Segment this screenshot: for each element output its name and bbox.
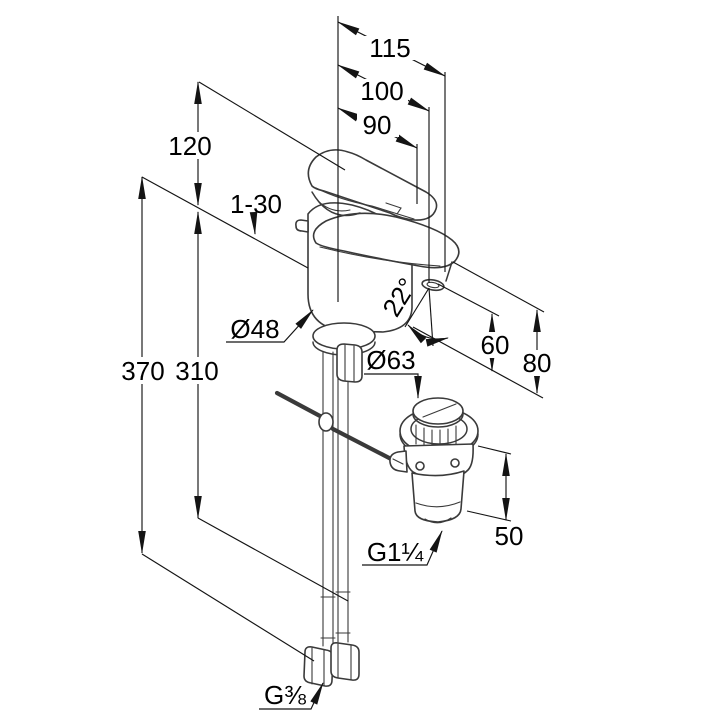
- faucet-spout: [312, 212, 460, 269]
- dimension-labels: 115 100 90 120 1-30 370 310 Ø48 22° 60 8…: [121, 33, 551, 710]
- leader-g114: [362, 530, 443, 566]
- hose-crimp-rings: [320, 591, 351, 639]
- angle-stream-line: [404, 287, 430, 328]
- dim-label-g38: G⅜: [264, 680, 306, 710]
- supply-connection-nuts: [303, 642, 360, 687]
- lever-underside-tab: [385, 202, 402, 215]
- dim-label-100: 100: [360, 76, 403, 106]
- dim-label-80: 80: [523, 348, 552, 378]
- dim-label-120: 120: [168, 131, 211, 161]
- dim-label-370: 370: [121, 356, 164, 386]
- dim-label-g114: G1¼: [367, 537, 424, 567]
- supply-pipes: [320, 351, 351, 647]
- deck-line-left: [141, 176, 309, 269]
- clamp-screw-right: [450, 458, 460, 468]
- leader-dia63: [364, 373, 422, 399]
- popup-waste: [389, 397, 479, 524]
- dim-label-dia63: Ø63: [366, 345, 415, 375]
- ext-line-60-top: [437, 283, 500, 317]
- dim-label-50: 50: [495, 521, 524, 551]
- clamp-screw-left: [415, 461, 425, 471]
- mounting-hex-nut: [336, 343, 363, 383]
- ext-line-120-top: [198, 81, 346, 171]
- waste-crown-slots: [415, 424, 457, 448]
- dim-label-310: 310: [175, 356, 218, 386]
- leader-clamp-range: [249, 211, 258, 235]
- angle-arc-22: [407, 324, 449, 347]
- supply-nut-right: [330, 642, 360, 681]
- side-stub: [295, 219, 309, 233]
- lever-pivot-cap: [311, 191, 361, 217]
- dim-label-clamp-range: 1-30: [230, 189, 282, 219]
- spout-tip-edge: [445, 261, 453, 282]
- leader-g38: [259, 682, 324, 710]
- ext-line-310-bottom: [197, 517, 349, 602]
- ext-line-50-bottom: [466, 510, 512, 522]
- aerator: [421, 278, 445, 292]
- leader-dia48: [226, 309, 314, 343]
- dimension-lines: [138, 16, 545, 710]
- label-backgrounds: [118, 36, 555, 384]
- dim-label-115: 115: [369, 33, 410, 63]
- ext-line-50-top: [477, 445, 512, 455]
- dim-label-60: 60: [481, 330, 510, 360]
- rod-joint-knob: [318, 412, 334, 432]
- dim-label-dia48: Ø48: [230, 314, 279, 344]
- supply-nut-left: [303, 646, 334, 687]
- ext-line-80-top: [452, 261, 545, 313]
- pop-up-rod: [274, 390, 396, 463]
- ext-line-370-bottom: [141, 553, 315, 662]
- waste-body-cup: [411, 470, 465, 523]
- dim-label-90: 90: [363, 110, 392, 140]
- waste-tailpipe: [424, 517, 452, 524]
